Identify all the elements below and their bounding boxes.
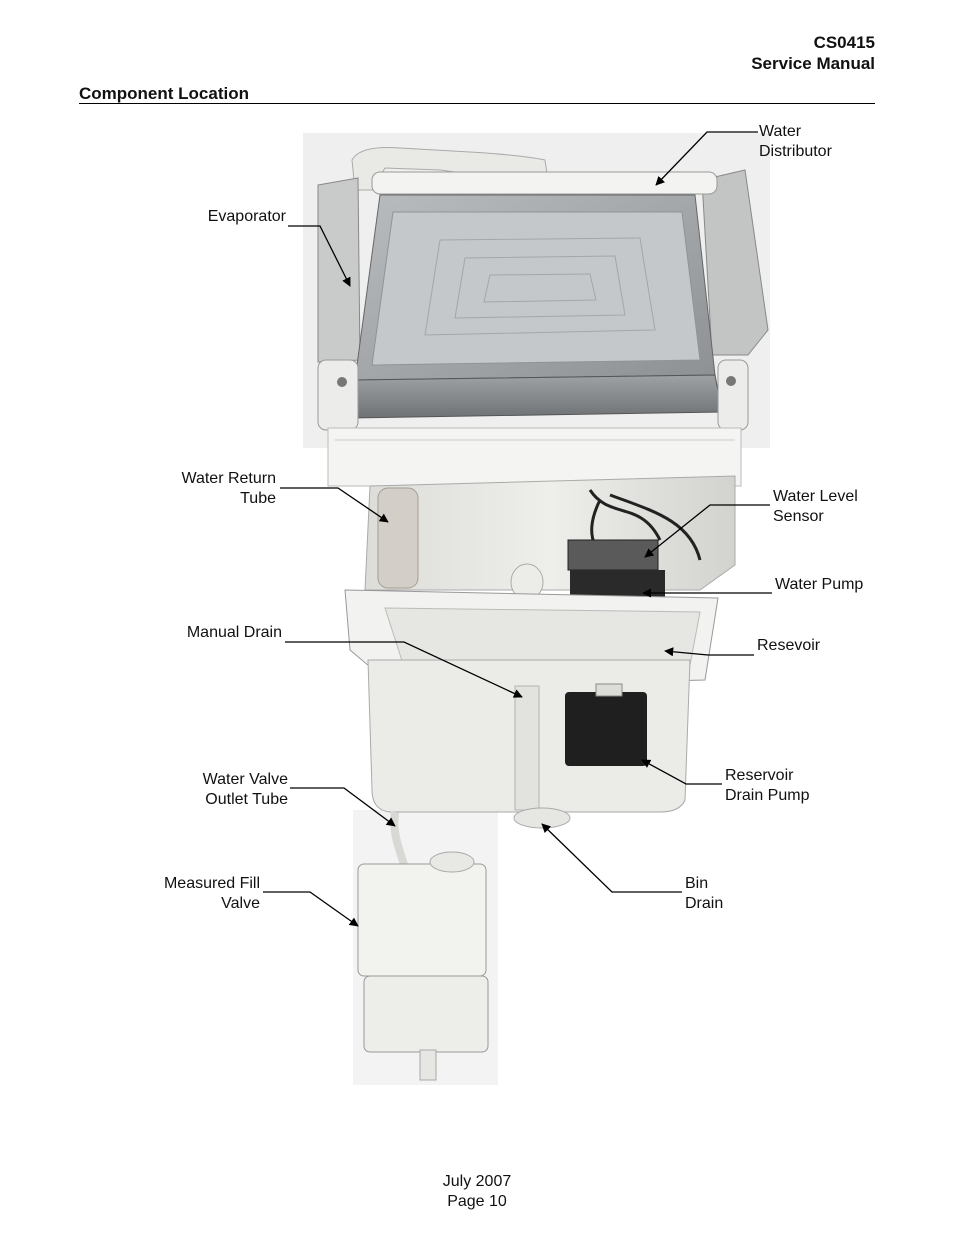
label-water-distributor: Water Distributor <box>759 123 832 160</box>
leader-reservoir-drain-pump <box>641 759 722 785</box>
fill-valve-top <box>357 863 487 977</box>
reservoir-drain-pump <box>565 692 647 766</box>
label-measured-fill-valve: Measured Fill Valve <box>163 875 260 912</box>
screw-right <box>726 376 736 386</box>
header-rule <box>79 103 875 104</box>
fill-valve-bottom <box>363 975 489 1053</box>
screw-left <box>337 377 347 387</box>
label-reservoir-drain-pump: Reservoir Drain Pump <box>725 767 810 804</box>
leader-water-return-tube <box>280 487 389 523</box>
document-type: Service Manual <box>751 54 875 73</box>
document-id: CS0415 <box>813 33 875 52</box>
leader-evaporator <box>288 225 351 287</box>
left-bracket <box>317 177 361 363</box>
label-water-valve-outlet-tube: Water Valve Outlet Tube <box>202 771 288 808</box>
manual-drain-tube <box>514 685 540 811</box>
label-resevoir: Resevoir <box>757 637 821 654</box>
level-sensor-block <box>567 539 659 571</box>
leader-manual-drain <box>285 641 523 698</box>
label-water-return-tube: Water Return Tube <box>181 470 276 507</box>
leader-water-level-sensor <box>644 504 770 558</box>
left-post <box>317 359 359 431</box>
distributor-bar <box>371 171 718 195</box>
label-water-level-sensor: Water Level Sensor <box>773 488 858 525</box>
bin-drain-fitting <box>513 807 571 829</box>
lower-housing <box>364 475 736 591</box>
evaporator-inner <box>371 211 701 366</box>
footer-date: July 2007 <box>442 1173 512 1190</box>
label-bin-drain: Bin Drain <box>685 875 724 912</box>
leader-resevoir <box>664 647 754 657</box>
section-title: Component Location <box>79 84 249 103</box>
label-water-pump: Water Pump <box>775 576 864 593</box>
evaporator-front-lip <box>349 374 723 419</box>
document-header: CS0415 Service Manual <box>751 32 875 74</box>
pump-block <box>570 570 665 598</box>
right-bracket <box>701 169 769 356</box>
footer-page-number: Page 10 <box>447 1193 507 1210</box>
leader-measured-fill-valve <box>263 891 359 927</box>
leader-bin-drain <box>541 823 682 893</box>
leader-water-distributor <box>655 131 758 186</box>
right-post <box>717 359 749 431</box>
page-footer: July 2007 Page 10 <box>0 1172 954 1212</box>
label-manual-drain: Manual Drain <box>186 624 282 641</box>
leader-water-valve-outlet-tube <box>290 787 396 827</box>
label-evaporator: Evaporator <box>207 208 286 225</box>
water-return-tube <box>377 487 419 589</box>
evaporator-serpentine <box>424 237 656 336</box>
